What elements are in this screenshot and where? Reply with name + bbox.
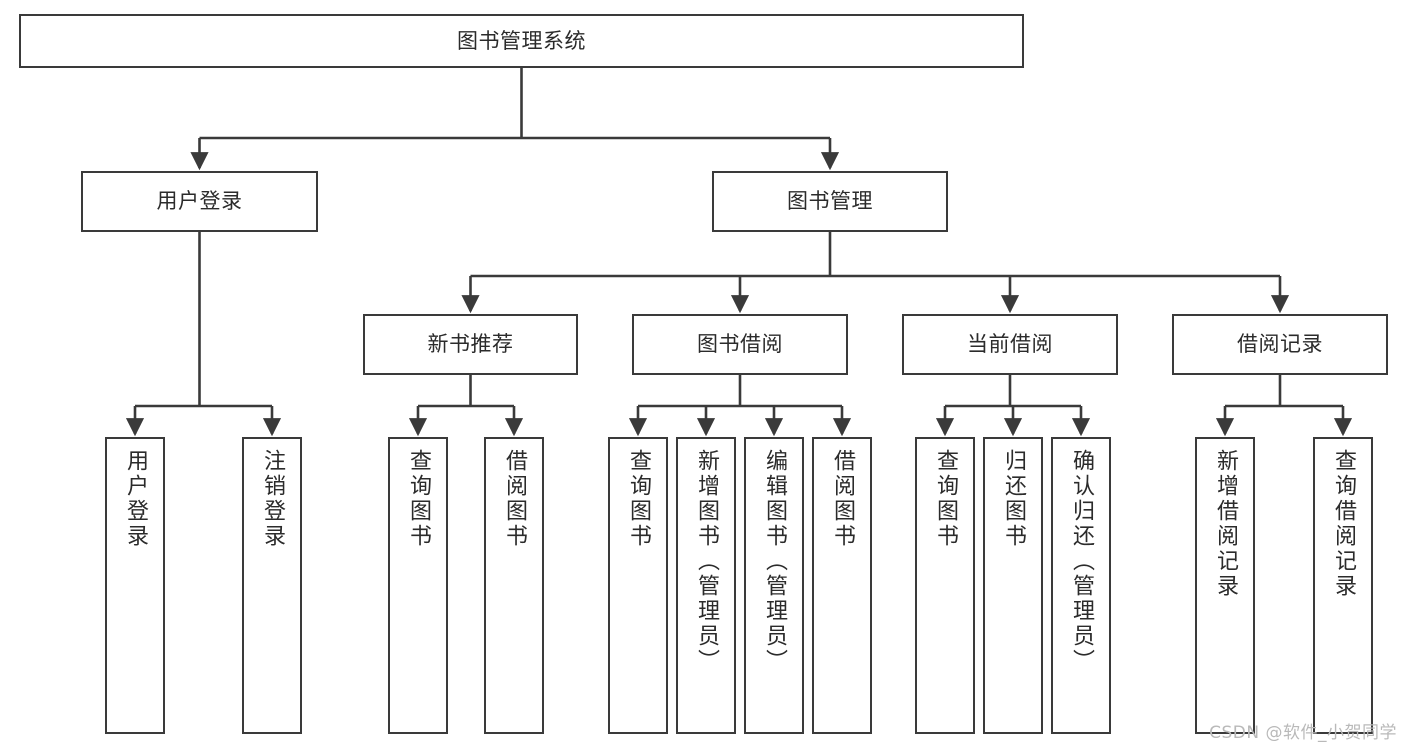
node-leaf-user-login[interactable]: 用户登录 xyxy=(105,437,165,734)
node-label-leaf-borrow-book-2: 借阅图书 xyxy=(830,449,855,549)
node-label-leaf-query-record: 查询借阅记录 xyxy=(1331,449,1356,599)
node-book-manage[interactable]: 图书管理 xyxy=(712,171,948,232)
node-user-login[interactable]: 用户登录 xyxy=(81,171,318,232)
node-borrow-record[interactable]: 借阅记录 xyxy=(1172,314,1388,375)
node-leaf-return-book[interactable]: 归还图书 xyxy=(983,437,1043,734)
node-leaf-query-book-2[interactable]: 查询图书 xyxy=(608,437,668,734)
node-label-leaf-query-book-1: 查询图书 xyxy=(406,449,431,549)
node-label-borrow-record: 借阅记录 xyxy=(1237,332,1323,357)
node-current-borrow[interactable]: 当前借阅 xyxy=(902,314,1118,375)
node-leaf-add-book[interactable]: 新增图书（管理员） xyxy=(676,437,736,734)
node-leaf-query-book-3[interactable]: 查询图书 xyxy=(915,437,975,734)
node-label-user-login: 用户登录 xyxy=(156,189,243,214)
node-label-current-borrow: 当前借阅 xyxy=(967,332,1053,357)
node-leaf-borrow-book-1[interactable]: 借阅图书 xyxy=(484,437,544,734)
node-label-leaf-add-record: 新增借阅记录 xyxy=(1213,449,1238,599)
node-label-book-borrow: 图书借阅 xyxy=(697,332,783,357)
node-root[interactable]: 图书管理系统 xyxy=(19,14,1024,68)
node-label-leaf-user-login: 用户登录 xyxy=(123,449,148,549)
node-label-new-book-recommend: 新书推荐 xyxy=(427,332,514,357)
node-book-borrow[interactable]: 图书借阅 xyxy=(632,314,848,375)
node-leaf-borrow-book-2[interactable]: 借阅图书 xyxy=(812,437,872,734)
csdn-watermark: CSDN @软件_小贺同学 xyxy=(1209,723,1397,743)
node-label-leaf-confirm-return: 确认归还（管理员） xyxy=(1069,449,1094,674)
node-label-book-manage: 图书管理 xyxy=(787,189,873,214)
node-leaf-user-logout[interactable]: 注销登录 xyxy=(242,437,302,734)
node-label-leaf-borrow-book-1: 借阅图书 xyxy=(502,449,527,549)
node-label-leaf-edit-book: 编辑图书（管理员） xyxy=(762,449,787,674)
node-leaf-query-book-1[interactable]: 查询图书 xyxy=(388,437,448,734)
node-label-root: 图书管理系统 xyxy=(457,28,586,53)
node-label-leaf-query-book-2: 查询图书 xyxy=(626,449,651,549)
node-leaf-query-record[interactable]: 查询借阅记录 xyxy=(1313,437,1373,734)
node-label-leaf-return-book: 归还图书 xyxy=(1001,449,1026,549)
node-new-book-recommend[interactable]: 新书推荐 xyxy=(363,314,578,375)
node-leaf-confirm-return[interactable]: 确认归还（管理员） xyxy=(1051,437,1111,734)
node-label-leaf-add-book: 新增图书（管理员） xyxy=(694,449,719,674)
node-leaf-add-record[interactable]: 新增借阅记录 xyxy=(1195,437,1255,734)
node-label-leaf-user-logout: 注销登录 xyxy=(260,449,285,549)
node-leaf-edit-book[interactable]: 编辑图书（管理员） xyxy=(744,437,804,734)
node-label-leaf-query-book-3: 查询图书 xyxy=(933,449,958,549)
